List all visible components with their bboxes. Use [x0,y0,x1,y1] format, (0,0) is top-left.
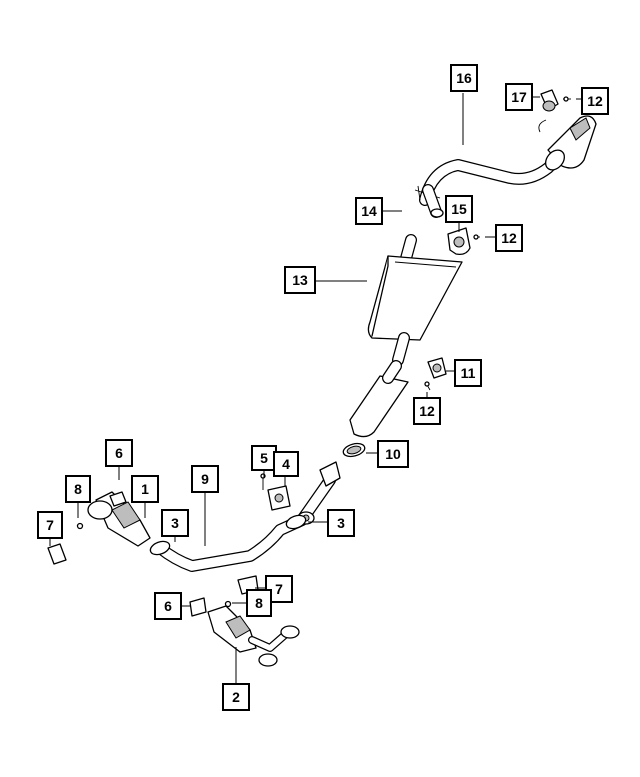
callout-3: 3 [327,509,355,537]
part-15-hanger-bracket [447,227,471,256]
part-1-catalytic-converter [87,491,151,547]
part-3-gasket [149,514,307,556]
callout-6: 6 [154,592,182,620]
callout-15: 15 [445,195,473,223]
svg-text:9: 9 [201,471,209,487]
svg-text:17: 17 [511,89,527,105]
part-8-nut [76,522,232,608]
part-10-clamp [342,442,366,458]
part-12-bolt [424,96,571,391]
part-2-catalytic-converter [207,605,300,667]
part-6-gasket [109,491,207,617]
callout-6: 6 [105,439,133,467]
callout-17: 17 [505,83,533,111]
callout-11: 11 [454,359,482,387]
svg-text:10: 10 [385,446,401,462]
callout-7: 7 [37,511,63,539]
svg-text:15: 15 [451,201,467,217]
callout-12: 12 [413,397,441,425]
svg-text:2: 2 [232,689,240,705]
svg-text:6: 6 [115,445,123,461]
callout-16: 16 [450,64,478,92]
callout-12: 12 [495,224,523,252]
svg-text:12: 12 [419,403,435,419]
callout-3: 3 [161,509,189,537]
svg-text:1: 1 [141,481,149,497]
part-14-intermediate-pipe [422,184,444,218]
svg-text:8: 8 [255,595,263,611]
callout-13: 13 [284,266,316,294]
callout-14: 14 [355,197,383,225]
callout-10: 10 [377,440,409,468]
callout-4: 4 [273,451,299,477]
svg-text:16: 16 [456,70,472,86]
svg-text:3: 3 [337,515,345,531]
callout-8: 8 [246,589,272,617]
svg-text:11: 11 [461,365,476,381]
callout-5: 5 [251,445,277,471]
callout-2: 2 [222,683,250,711]
svg-text:12: 12 [587,93,603,109]
part-9-y-pipe [154,461,341,572]
svg-text:3: 3 [171,515,179,531]
callout-1: 1 [131,475,159,503]
svg-text:14: 14 [361,203,377,219]
part-13-muffler [367,234,463,366]
svg-text:6: 6 [164,598,172,614]
callout-9: 9 [191,465,219,493]
part-17-exhaust-tip [540,89,559,112]
part-resonator [349,360,409,438]
svg-text:7: 7 [275,581,283,597]
svg-text:5: 5 [260,450,268,466]
svg-text:7: 7 [46,517,54,533]
svg-text:8: 8 [74,481,82,497]
callout-8: 8 [65,475,91,503]
svg-text:4: 4 [282,456,290,472]
part-16-tailpipe-assembly [414,115,597,206]
callout-12: 12 [581,87,609,115]
part-11-hanger-isolator [427,357,447,379]
svg-text:12: 12 [501,230,517,246]
svg-text:13: 13 [292,272,308,288]
part-4-hanger [267,485,291,511]
